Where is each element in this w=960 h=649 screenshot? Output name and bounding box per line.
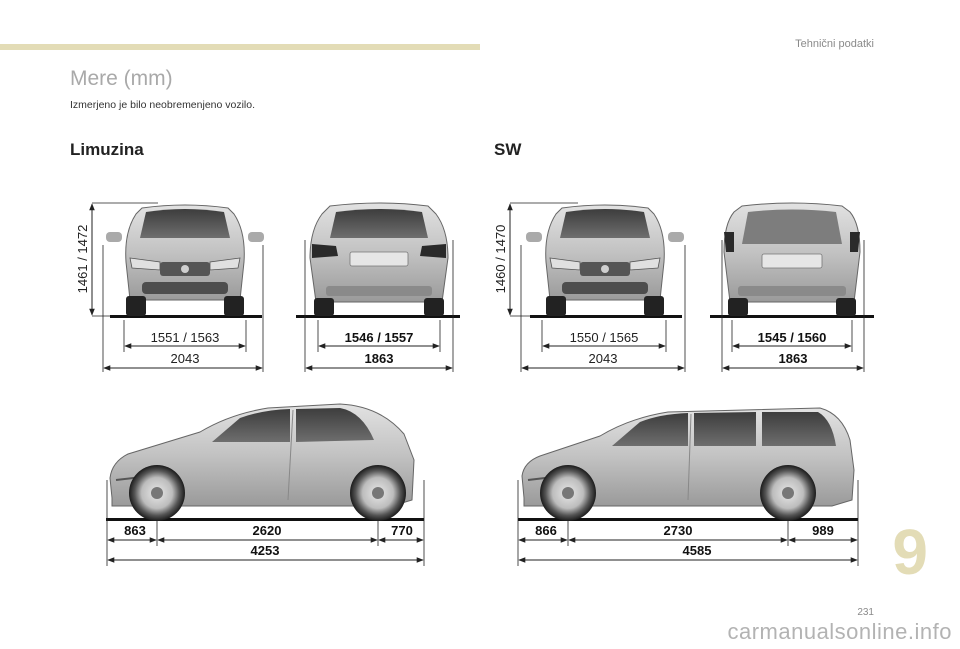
- sw-wheelbase-label: 2730: [664, 523, 693, 538]
- limuzina-side-view: [106, 403, 424, 521]
- limuzina-length-label: 4253: [251, 543, 280, 558]
- sw-side-view: [518, 407, 858, 521]
- sw-rear-overhang-label: 989: [812, 523, 834, 538]
- sw-rear-width-label: 1863: [779, 351, 808, 366]
- sw-front-track-dimension: [541, 320, 667, 352]
- sw-rear-view: [710, 202, 874, 318]
- section-title-sw: SW: [494, 140, 522, 159]
- limuzina-rear-track-dimension: [317, 320, 441, 352]
- sw-rear-width-dimension: [721, 240, 865, 372]
- sw-rear-track-label: 1545 / 1560: [758, 330, 827, 345]
- limuzina-front-overhang-label: 863: [124, 523, 146, 538]
- sw-height-dimension: [507, 202, 578, 317]
- limuzina-rear-track-label: 1546 / 1557: [345, 330, 414, 345]
- sw-overhang-dimension: [517, 480, 859, 566]
- sw-front-overhang-label: 866: [535, 523, 557, 538]
- limuzina-front-track-dimension: [123, 320, 247, 352]
- chapter-number: 9: [892, 516, 928, 588]
- intro-text: Izmerjeno je bilo neobremenjeno vozilo.: [70, 99, 256, 111]
- limuzina-overhang-dimension: [106, 480, 425, 566]
- sw-front-track-label: 1550 / 1565: [570, 330, 639, 345]
- limuzina-front-track-label: 1551 / 1563: [151, 330, 220, 345]
- section-title-limuzina: Limuzina: [70, 140, 144, 159]
- sw-front-width-label: 2043: [589, 351, 618, 366]
- header-title: Tehnični podatki: [795, 38, 874, 50]
- sw-height-label: 1460 / 1470: [493, 225, 508, 294]
- limuzina-height-dimension: [89, 202, 158, 317]
- page-title: Mere (mm): [70, 67, 173, 90]
- limuzina-front-view: [106, 204, 264, 318]
- limuzina-rear-view: [296, 202, 460, 318]
- limuzina-rear-overhang-label: 770: [391, 523, 413, 538]
- page-number: 231: [857, 607, 874, 618]
- sw-length-label: 4585: [683, 543, 712, 558]
- limuzina-front-width-dimension: [102, 245, 264, 372]
- sw-front-width-dimension: [520, 245, 686, 372]
- watermark: carmanualsonline.info: [727, 619, 952, 644]
- limuzina-wheelbase-label: 2620: [253, 523, 282, 538]
- sw-front-view: [526, 204, 684, 318]
- header-accent-bar: [0, 44, 480, 50]
- limuzina-rear-width-dimension: [304, 240, 454, 372]
- limuzina-front-width-label: 2043: [171, 351, 200, 366]
- limuzina-height-label: 1461 / 1472: [75, 225, 90, 294]
- limuzina-rear-width-label: 1863: [365, 351, 394, 366]
- sw-rear-track-dimension: [731, 320, 853, 352]
